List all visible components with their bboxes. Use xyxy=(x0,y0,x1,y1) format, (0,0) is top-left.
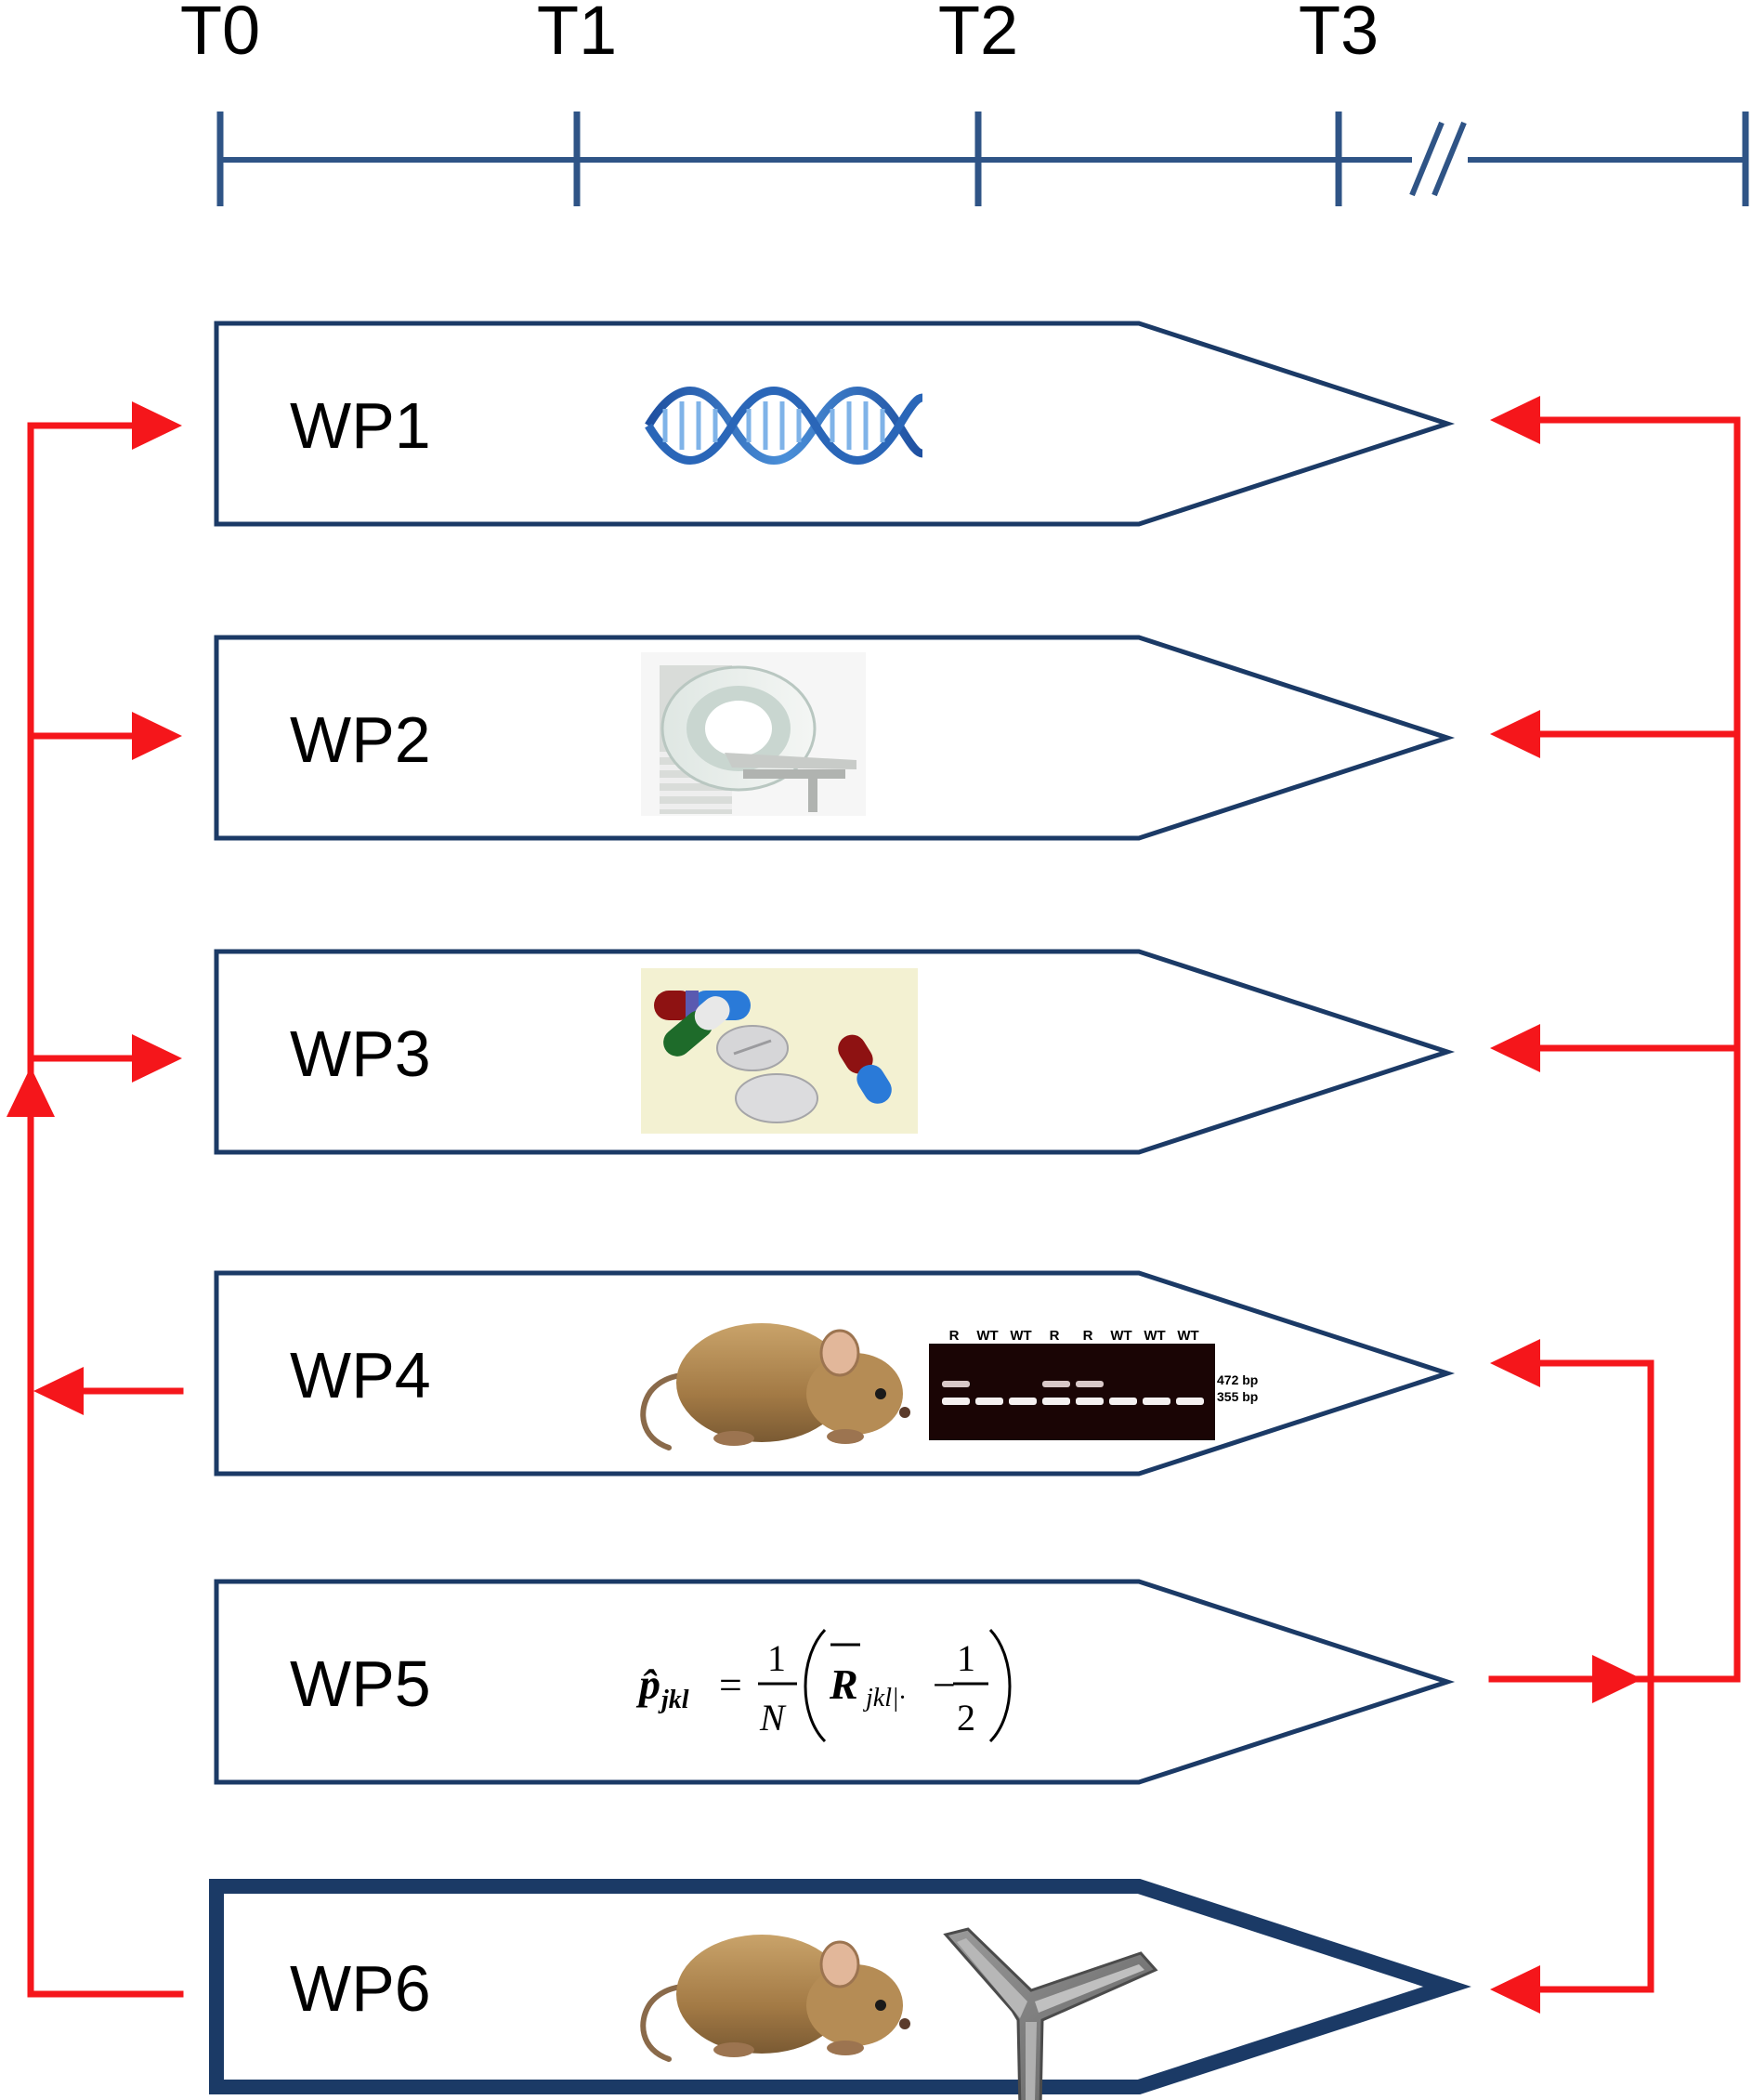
gel-lane-label: R xyxy=(1083,1328,1093,1344)
gel-band xyxy=(1176,1398,1204,1405)
timeline-label-t3: T3 xyxy=(1299,0,1379,69)
wp4-in-arrowhead-icon xyxy=(1490,1339,1540,1387)
work-package-label: WP4 xyxy=(290,1339,431,1411)
wp5-out-arrowhead-icon xyxy=(1592,1655,1642,1703)
gel-band-size-label: 355 bp xyxy=(1217,1389,1258,1404)
formula-r-symbol: R xyxy=(829,1660,858,1708)
arrowhead-right-icon xyxy=(132,1034,182,1083)
gel-lane-label: WT xyxy=(976,1328,998,1344)
gel-band xyxy=(942,1381,970,1387)
work-package-label: WP6 xyxy=(290,1952,431,2025)
gel-band xyxy=(1042,1381,1070,1387)
gel-lane-label: WT xyxy=(1010,1328,1031,1344)
timeline: T0 T1 T2 T3 xyxy=(180,0,1749,206)
formula-p-hat: p̂ xyxy=(635,1660,660,1708)
feedback-arrows xyxy=(7,396,1741,2014)
dna-helix-icon xyxy=(645,387,923,465)
trunk-up-arrowhead-icon xyxy=(7,1067,55,1117)
arrowhead-left-icon xyxy=(1490,1024,1540,1072)
formula-frac1-denominator: N xyxy=(759,1697,787,1739)
formula-r-subscript: jkl|· xyxy=(863,1684,906,1713)
timeline-label-t2: T2 xyxy=(938,0,1018,69)
formula-equals: = xyxy=(719,1662,742,1708)
arrowhead-left-icon xyxy=(1490,710,1540,758)
work-package-wp5: WP5 xyxy=(214,1579,1456,1785)
wp6-in-arrowhead-icon xyxy=(1490,1965,1540,2014)
formula-right-paren xyxy=(988,1628,1012,1743)
gel-band xyxy=(1076,1398,1104,1405)
formula-frac2-denominator: 2 xyxy=(957,1697,975,1739)
formula-p-subscript: jkl xyxy=(658,1686,689,1714)
pills-capsules-icon xyxy=(641,968,918,1134)
timeline-label-t0: T0 xyxy=(180,0,260,69)
y-maze-icon xyxy=(943,1927,1158,2100)
gel-band xyxy=(975,1398,1003,1405)
formula-minus: − xyxy=(933,1662,956,1708)
formula-left-paren xyxy=(804,1628,827,1743)
gel-band xyxy=(942,1398,970,1405)
gel-lane-label: WT xyxy=(1144,1328,1165,1344)
formula-frac1-numerator: 1 xyxy=(767,1637,786,1679)
gel-band-size-label: 472 bp xyxy=(1217,1372,1258,1387)
mouse-icon xyxy=(640,1323,910,1450)
work-package-box xyxy=(214,1579,1456,1785)
gel-band xyxy=(1009,1398,1037,1405)
work-package-label: WP2 xyxy=(290,703,431,776)
work-package-label: WP1 xyxy=(290,389,431,462)
gel-lane-label: R xyxy=(1050,1328,1060,1344)
timeline-break-icon xyxy=(1409,121,1467,197)
gel-electrophoresis-image: R WT WT R R WT WT WT 472 bp 355 bp xyxy=(929,1328,1258,1440)
work-package-label: WP3 xyxy=(290,1017,431,1090)
timeline-label-t1: T1 xyxy=(537,0,617,69)
mouse-icon xyxy=(640,1935,910,2062)
gel-lane-label: WT xyxy=(1177,1328,1198,1344)
work-package-label: WP5 xyxy=(290,1647,431,1720)
gel-lane-label: WT xyxy=(1110,1328,1131,1344)
gel-band xyxy=(1109,1398,1137,1405)
arrowhead-left-icon xyxy=(1490,396,1540,444)
gel-band xyxy=(1143,1398,1170,1405)
arrowhead-right-icon xyxy=(132,712,182,760)
gel-band xyxy=(1076,1381,1104,1387)
gel-band xyxy=(1042,1398,1070,1405)
formula-frac2-numerator: 1 xyxy=(957,1637,975,1679)
wp4-left-arrowhead-icon xyxy=(33,1367,84,1415)
mri-scanner-icon xyxy=(641,652,866,816)
arrowhead-right-icon xyxy=(132,401,182,450)
gel-lane-label: R xyxy=(949,1328,960,1344)
formula: p̂ jkl = 1 N R jkl|· − 1 2 xyxy=(635,1628,1012,1743)
